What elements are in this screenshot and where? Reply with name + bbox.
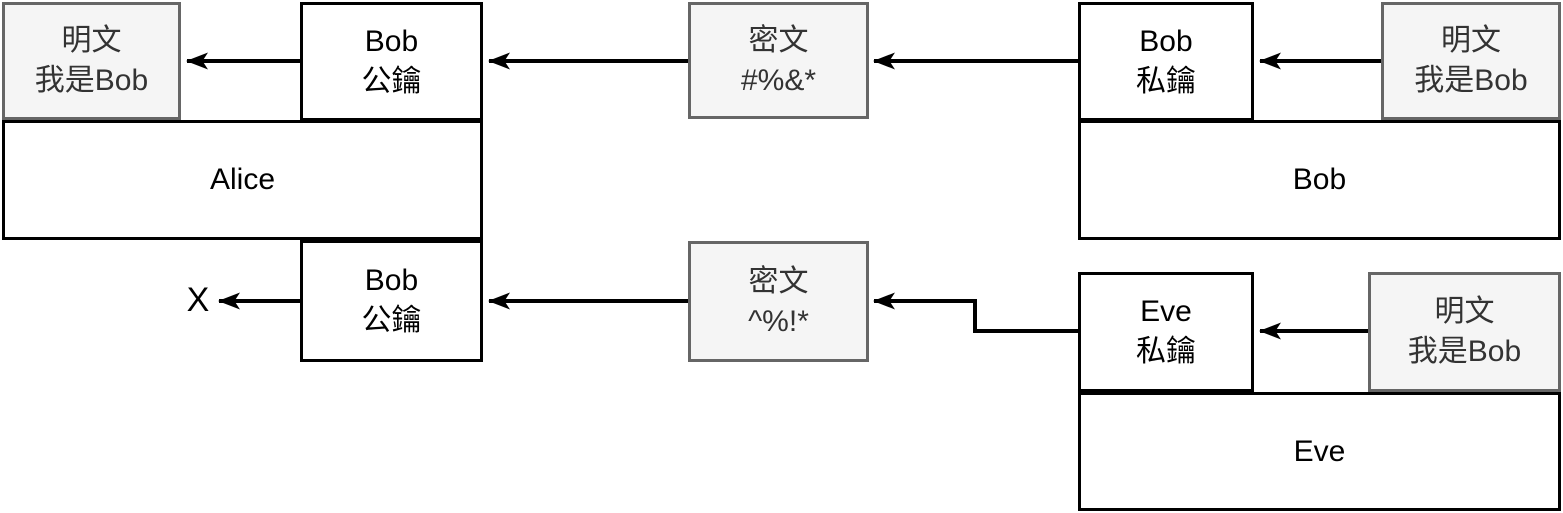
ciphertext-eve-box: 密文 ^%!* <box>688 241 869 362</box>
plaintext-title: 明文 <box>1441 24 1501 57</box>
eve-container: Eve <box>1078 392 1561 511</box>
bob-public-key-bottom-box: Bob 公鑰 <box>300 240 483 362</box>
actor-label-eve: Eve <box>1293 434 1346 468</box>
actor-label-alice: Alice <box>209 163 276 196</box>
ciphertext-title: 密文 <box>748 264 809 298</box>
plaintext-alice-box: 明文 我是Bob <box>2 2 181 120</box>
plaintext-title: 明文 <box>61 24 122 57</box>
key-owner: Eve <box>1140 295 1192 328</box>
ciphertext-bob-box: 密文 #%&* <box>688 2 869 119</box>
ciphertext-content: ^%!* <box>748 304 809 338</box>
key-owner: Bob <box>364 24 419 58</box>
key-type: 私鑰 <box>1136 64 1196 98</box>
eve-private-key-box: Eve 私鑰 <box>1078 272 1254 392</box>
bob-private-key-box: Bob 私鑰 <box>1078 2 1254 121</box>
plaintext-eve-box: 明文 我是Bob <box>1368 272 1561 392</box>
ciphertext-content: #%&* <box>740 63 817 97</box>
plaintext-title: 明文 <box>1434 295 1495 328</box>
plaintext-bob-box: 明文 我是Bob <box>1381 2 1561 120</box>
bob-public-key-top-box: Bob 公鑰 <box>300 2 483 121</box>
ciphertext-title: 密文 <box>748 23 809 57</box>
key-type: 公鑰 <box>361 304 422 337</box>
bob-container: Bob <box>1078 120 1561 240</box>
key-type: 私鑰 <box>1136 335 1196 368</box>
key-type: 公鑰 <box>361 64 422 98</box>
plaintext-content: 我是Bob <box>34 64 149 97</box>
alice-container: Alice <box>2 120 483 240</box>
plaintext-content: 我是Bob <box>1414 64 1528 97</box>
plaintext-content: 我是Bob <box>1407 335 1522 368</box>
key-owner: Bob <box>1139 24 1193 58</box>
key-owner: Bob <box>364 264 419 297</box>
actor-label-bob: Bob <box>1292 163 1347 196</box>
reject-x-mark: X <box>186 281 210 319</box>
arrow-eve-private-key-to-ciphertext-elbow <box>873 292 1078 333</box>
